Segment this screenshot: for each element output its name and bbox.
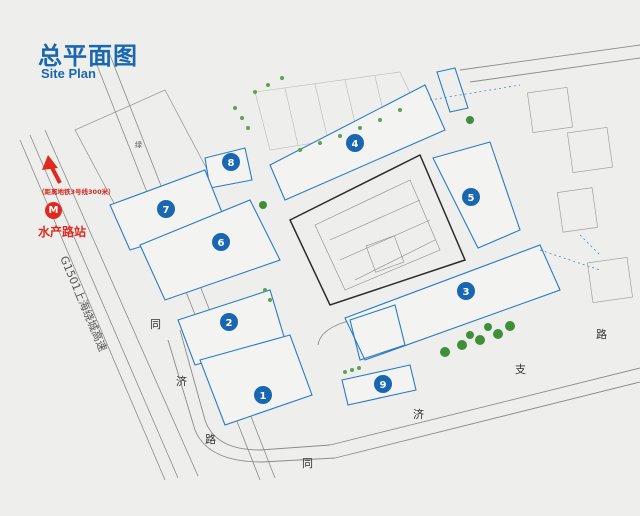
building-badge-9: 9 — [374, 375, 392, 393]
east-parcels — [527, 87, 633, 303]
building-badge-7: 7 — [157, 200, 175, 218]
building-badge-2: 2 — [220, 313, 238, 331]
central-courtyard — [289, 153, 467, 306]
building-4-label: 4 — [352, 139, 359, 150]
tongji-branch-char-4: 路 — [596, 328, 607, 341]
building-3-label: 3 — [463, 287, 470, 298]
building-6-label: 6 — [218, 238, 225, 249]
small-label: 绿 — [135, 140, 142, 149]
tongji-road-char-3: 路 — [205, 433, 216, 446]
building-badges: 1 2 3 4 5 6 7 8 9 — [157, 134, 480, 404]
metro-distance-note: （距离地铁3号线300米） — [38, 188, 115, 196]
road-edges — [167, 44, 640, 463]
highway-label: G1501上海绕城高速 — [57, 254, 110, 354]
tongji-branch-char-3: 支 — [515, 363, 526, 376]
building-5-label: 5 — [468, 193, 475, 204]
trees — [259, 116, 515, 357]
page-title: 总平面图 — [38, 42, 138, 70]
building-badge-5: 5 — [462, 188, 480, 206]
building-8-label: 8 — [228, 158, 235, 169]
hedge-dots — [233, 76, 402, 374]
blue-paths — [429, 84, 601, 271]
building-2-label: 2 — [226, 318, 233, 329]
building-7-label: 7 — [163, 205, 170, 216]
tongji-road-char-1: 同 — [150, 318, 161, 331]
building-badge-3: 3 — [457, 282, 475, 300]
page-subtitle: Site Plan — [41, 66, 96, 81]
building-badge-1: 1 — [254, 386, 272, 404]
building-badge-8: 8 — [222, 153, 240, 171]
building-1-label: 1 — [260, 391, 267, 402]
building-badge-6: 6 — [212, 233, 230, 251]
metro-logo-icon: M — [45, 202, 62, 219]
tongji-branch-char-2: 济 — [413, 407, 424, 421]
road-labels: 同 济 路 同 济 支 路 绿 — [135, 140, 607, 470]
building-9-label: 9 — [380, 380, 387, 391]
courtyard-interior — [314, 179, 441, 291]
building-badge-4: 4 — [346, 134, 364, 152]
tongji-branch-char-1: 同 — [302, 457, 313, 470]
north-arrow-icon — [42, 155, 62, 184]
metro-station-label: 水产路站 — [38, 225, 87, 239]
tongji-road-char-2: 济 — [176, 374, 187, 388]
